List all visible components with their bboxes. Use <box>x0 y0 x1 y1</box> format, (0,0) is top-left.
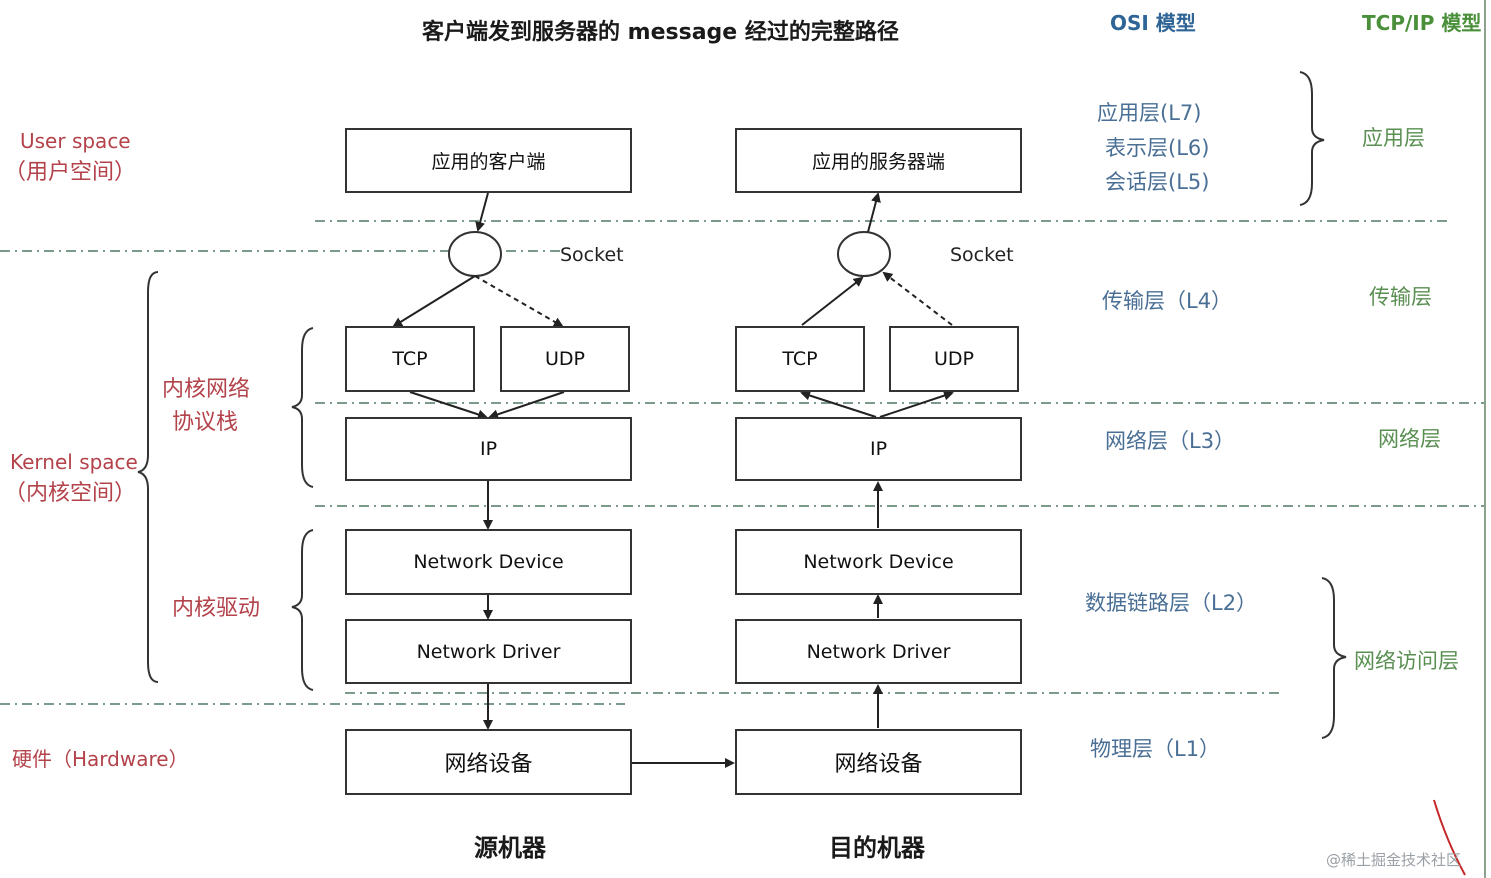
source-socket-label: Socket <box>560 244 624 266</box>
right-braces <box>1299 71 1347 739</box>
access-layer-brace <box>1321 577 1347 739</box>
source-machine-caption: 源机器 <box>474 834 546 862</box>
dest-machine-caption: 目的机器 <box>829 834 925 862</box>
dest-network-driver-box: Network Driver <box>735 619 1022 684</box>
osi-l3-label: 网络层（L3） <box>1105 429 1236 453</box>
protocol-stack-label-2: 协议栈 <box>172 410 239 435</box>
stack-brace <box>291 327 314 488</box>
hardware-label: 硬件（Hardware） <box>12 747 189 771</box>
osi-l7-label: 应用层(L7) <box>1097 101 1202 125</box>
diagram-title: 客户端发到服务器的 message 经过的完整路径 <box>422 20 899 45</box>
user-space-label: User space <box>20 129 131 153</box>
source-ip-box: IP <box>345 417 632 481</box>
source-hardware-box: 网络设备 <box>345 729 632 795</box>
watermark: @稀土掘金技术社区 <box>1326 851 1462 869</box>
osi-l5-label: 会话层(L5) <box>1105 170 1210 194</box>
dest-tcp-box: TCP <box>735 326 865 392</box>
dest-socket-label: Socket <box>950 244 1014 266</box>
tcpip-transport-layer-label: 传输层 <box>1369 285 1432 309</box>
source-socket-circle <box>448 231 502 277</box>
kernel-space-label: Kernel space <box>10 450 138 474</box>
kernel-driver-label: 内核驱动 <box>172 596 261 621</box>
osi-l4-label: 传输层（L4） <box>1102 289 1233 313</box>
driver-brace <box>291 529 314 691</box>
kernel-space-cn-label: （内核空间） <box>4 481 137 506</box>
tcpip-network-layer-label: 网络层 <box>1378 427 1441 451</box>
source-tcp-box: TCP <box>345 326 475 392</box>
tcpip-access-layer-label: 网络访问层 <box>1354 649 1459 673</box>
left-braces <box>137 271 314 691</box>
red-pen-stroke <box>1433 799 1466 876</box>
dest-hardware-box: 网络设备 <box>735 729 1022 795</box>
source-network-device-box: Network Device <box>345 529 632 595</box>
app-layer-brace <box>1299 71 1325 206</box>
osi-model-header: OSI 模型 <box>1110 11 1196 35</box>
osi-l1-label: 物理层（L1） <box>1090 737 1221 761</box>
osi-l6-label: 表示层(L6) <box>1105 136 1210 160</box>
tcpip-app-layer-label: 应用层 <box>1362 126 1425 150</box>
source-app-box: 应用的客户端 <box>345 128 632 193</box>
source-arrows <box>392 192 735 768</box>
dest-socket-circle <box>837 231 891 277</box>
dest-ip-box: IP <box>735 417 1022 481</box>
user-space-cn-label: （用户空间） <box>4 160 137 185</box>
tcpip-model-header: TCP/IP 模型 <box>1362 11 1482 35</box>
protocol-stack-label-1: 内核网络 <box>162 377 251 402</box>
dest-app-box: 应用的服务器端 <box>735 128 1022 193</box>
kernel-space-brace <box>137 271 159 683</box>
dest-udp-box: UDP <box>889 326 1019 392</box>
dest-arrows <box>800 192 954 728</box>
source-network-driver-box: Network Driver <box>345 619 632 684</box>
source-udp-box: UDP <box>500 326 630 392</box>
osi-l2-label: 数据链路层（L2） <box>1085 591 1258 615</box>
dest-network-device-box: Network Device <box>735 529 1022 595</box>
